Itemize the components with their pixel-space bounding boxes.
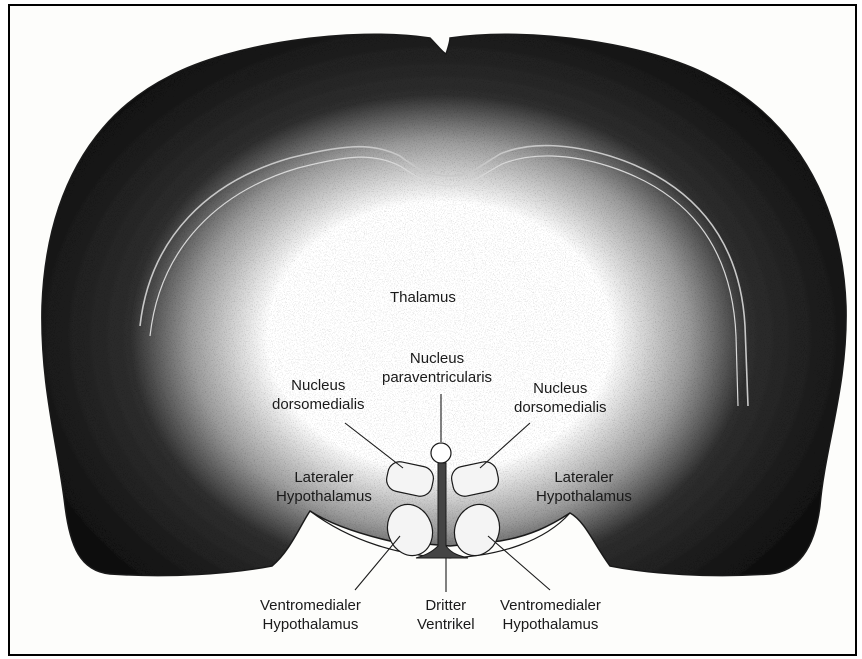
label-ventromedialer-hypothalamus-left: Ventromedialer Hypothalamus — [260, 596, 361, 634]
label-nucleus-dorsomedialis-right: Nucleus dorsomedialis — [514, 379, 607, 417]
label-thalamus: Thalamus — [390, 288, 456, 307]
label-nucleus-dorsomedialis-left: Nucleus dorsomedialis — [272, 376, 365, 414]
label-lateraler-hypothalamus-left: Lateraler Hypothalamus — [276, 468, 372, 506]
label-nucleus-paraventricularis: Nucleus paraventricularis — [382, 349, 492, 387]
label-ventromedialer-hypothalamus-right: Ventromedialer Hypothalamus — [500, 596, 601, 634]
label-dritter-ventrikel: Dritter Ventrikel — [417, 596, 475, 634]
label-lateraler-hypothalamus-right: Lateraler Hypothalamus — [536, 468, 632, 506]
figure-frame: Thalamus Nucleus paraventricularis Nucle… — [8, 4, 857, 656]
brain-section-illustration — [10, 6, 855, 654]
